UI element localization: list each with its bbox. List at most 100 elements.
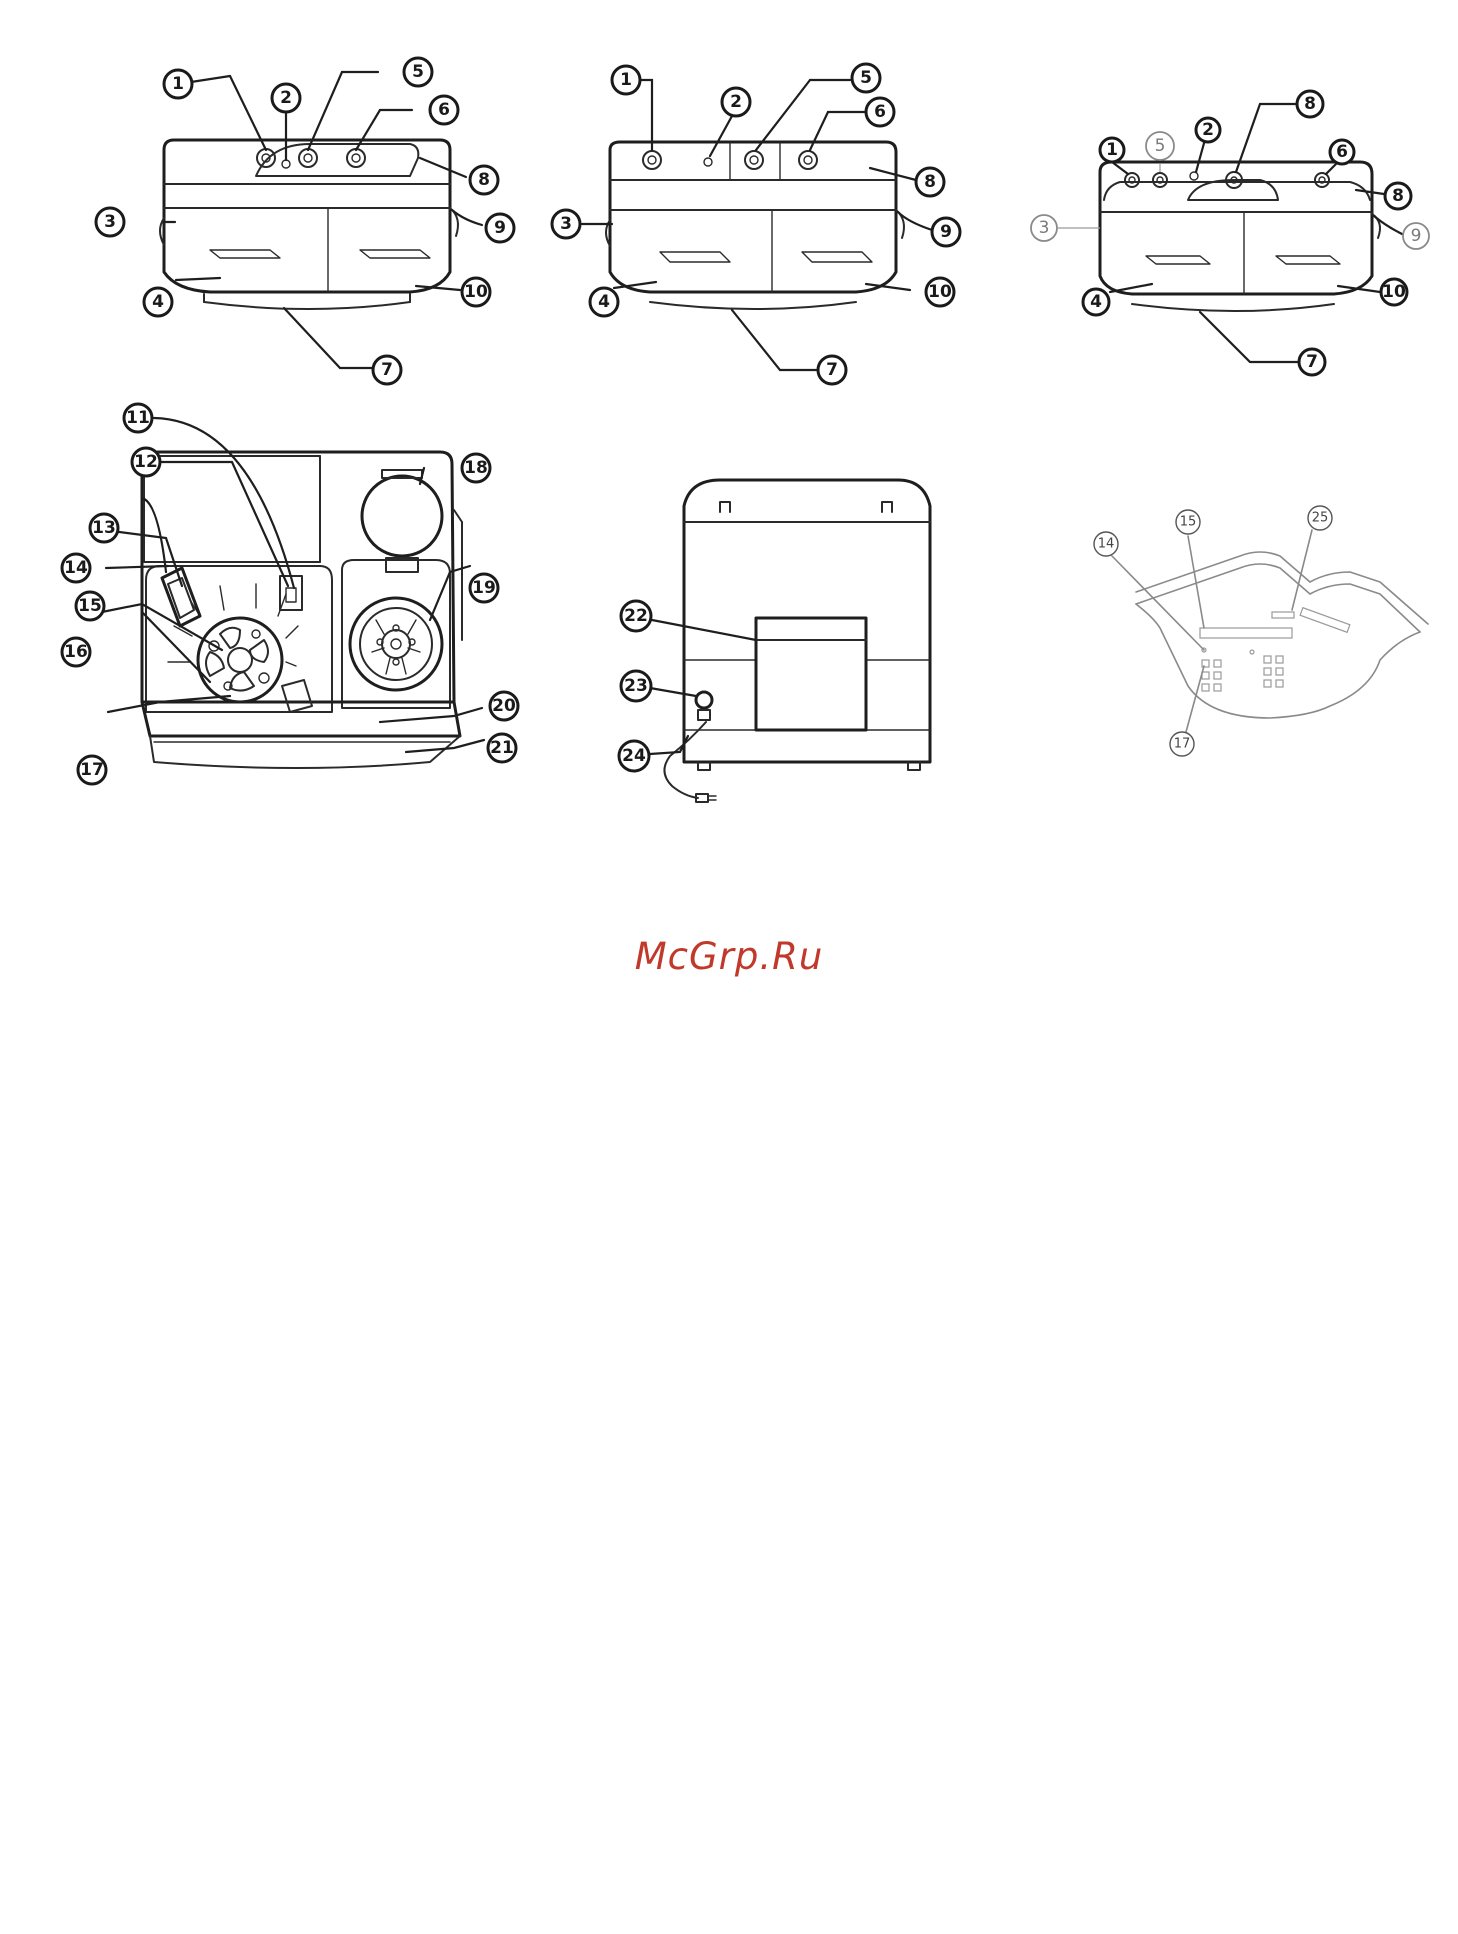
svg-text:4: 4 <box>152 292 164 312</box>
callout-4: 4 <box>144 288 172 316</box>
callout-20: 20 <box>490 692 518 720</box>
machine-outline <box>606 142 904 309</box>
svg-text:6: 6 <box>438 100 450 120</box>
svg-text:2: 2 <box>1202 120 1214 140</box>
svg-text:5: 5 <box>860 68 872 88</box>
svg-text:18: 18 <box>464 458 488 478</box>
callout-15: 15 <box>76 592 104 620</box>
figure-top-view-c: 1 5 2 8 6 8 3 9 4 10 7 <box>1020 40 1440 400</box>
callout-14: 14 <box>62 554 90 582</box>
figure-control-panel: 14 15 25 17 <box>1080 500 1440 780</box>
callout-10: 10 <box>462 278 490 306</box>
button-grid-right <box>1250 650 1283 687</box>
callout-11: 11 <box>124 404 152 432</box>
svg-text:6: 6 <box>874 102 886 122</box>
svg-text:13: 13 <box>92 518 116 538</box>
svg-text:7: 7 <box>381 360 393 380</box>
callout-5: 5 <box>404 58 432 86</box>
figure-top-view-a: 1 2 3 4 5 6 7 8 9 10 <box>80 40 560 400</box>
svg-text:21: 21 <box>490 738 514 758</box>
callout-16: 16 <box>62 638 90 666</box>
leader-lines <box>650 620 756 754</box>
callout-1: 1 <box>612 66 640 94</box>
svg-text:16: 16 <box>64 642 88 662</box>
svg-text:17: 17 <box>80 760 104 780</box>
machine-outline <box>160 140 458 309</box>
svg-text:22: 22 <box>624 606 648 626</box>
callout-10: 10 <box>1381 279 1407 305</box>
svg-text:7: 7 <box>826 360 838 380</box>
svg-text:8: 8 <box>924 172 936 192</box>
callout-9: 9 <box>486 214 514 242</box>
callout-2: 2 <box>1196 118 1220 142</box>
svg-text:3: 3 <box>1039 218 1050 238</box>
callout-17: 17 <box>78 756 106 784</box>
callout-19: 19 <box>470 574 498 602</box>
svg-text:9: 9 <box>494 218 506 238</box>
button-grid-left <box>1202 648 1221 691</box>
svg-text:8: 8 <box>478 170 490 190</box>
leader-lines <box>1112 530 1312 732</box>
figure-open-view: 11 12 13 14 15 16 17 18 19 20 21 <box>50 390 570 810</box>
svg-text:9: 9 <box>940 222 952 242</box>
callout-8-side: 8 <box>1385 183 1411 209</box>
lid-circle <box>362 470 442 572</box>
callout-9: 9 <box>1403 223 1429 249</box>
svg-text:2: 2 <box>730 92 742 112</box>
callout-4: 4 <box>590 288 618 316</box>
callout-10: 10 <box>926 278 954 306</box>
svg-text:8: 8 <box>1304 94 1316 114</box>
svg-text:24: 24 <box>622 746 646 766</box>
callout-5: 5 <box>852 64 880 92</box>
spin-basket <box>350 598 442 690</box>
svg-text:19: 19 <box>472 578 496 598</box>
callout-8: 8 <box>470 166 498 194</box>
callout-12: 12 <box>132 448 160 476</box>
callout-3: 3 <box>96 208 124 236</box>
callout-6: 6 <box>1330 140 1354 164</box>
panel-outline <box>1136 552 1428 718</box>
svg-text:1: 1 <box>620 70 632 90</box>
callout-5: 5 <box>1146 132 1174 160</box>
svg-text:7: 7 <box>1306 352 1318 372</box>
svg-text:4: 4 <box>1090 292 1102 312</box>
callout-7: 7 <box>373 356 401 384</box>
machine-outline <box>684 480 930 770</box>
callout-7: 7 <box>1299 349 1325 375</box>
svg-text:14: 14 <box>1098 537 1115 552</box>
svg-text:10: 10 <box>464 282 488 302</box>
callout-7: 7 <box>818 356 846 384</box>
callout-4: 4 <box>1083 289 1109 315</box>
callout-22: 22 <box>621 601 651 631</box>
svg-text:6: 6 <box>1336 142 1348 162</box>
svg-text:12: 12 <box>134 452 158 472</box>
callout-17: 17 <box>1170 732 1194 756</box>
svg-text:23: 23 <box>624 676 648 696</box>
callout-3: 3 <box>1031 215 1057 241</box>
figure-rear-view: 22 23 24 <box>580 460 1000 820</box>
svg-text:10: 10 <box>928 282 952 302</box>
callout-2: 2 <box>272 84 300 112</box>
svg-text:1: 1 <box>1106 140 1118 160</box>
callout-15: 15 <box>1176 510 1200 534</box>
figure-top-view-b: 1 2 3 4 5 6 7 8 9 10 <box>530 40 1010 400</box>
callout-6: 6 <box>866 98 894 126</box>
watermark-text: McGrp.Ru <box>0 935 1458 978</box>
svg-text:3: 3 <box>560 214 572 234</box>
svg-text:5: 5 <box>1155 136 1166 156</box>
svg-text:11: 11 <box>126 408 150 428</box>
callout-18: 18 <box>462 454 490 482</box>
svg-text:4: 4 <box>598 292 610 312</box>
callout-6: 6 <box>430 96 458 124</box>
svg-text:9: 9 <box>1411 226 1422 246</box>
wash-tub <box>168 584 298 702</box>
callout-21: 21 <box>488 734 516 762</box>
drain-port <box>696 692 712 720</box>
svg-text:17: 17 <box>1174 737 1191 752</box>
callout-24: 24 <box>619 741 649 771</box>
svg-text:14: 14 <box>64 558 88 578</box>
callout-8-top: 8 <box>1297 91 1323 117</box>
svg-text:15: 15 <box>78 596 102 616</box>
svg-text:5: 5 <box>412 62 424 82</box>
callout-3: 3 <box>552 210 580 238</box>
